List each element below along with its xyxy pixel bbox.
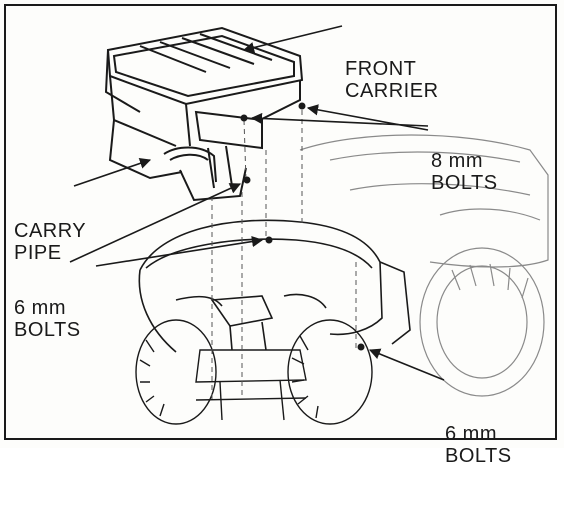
assembly-guide-lines <box>211 110 357 400</box>
arrow-front-carrier <box>242 25 343 54</box>
arrow-8mm-b <box>306 104 429 131</box>
arrow-6mm-left-b <box>95 236 264 267</box>
arrow-6mm-right <box>368 348 445 381</box>
bolt-6mm-a <box>243 176 251 184</box>
atv-line-drawing <box>69 25 549 425</box>
bolt-6mm-c <box>357 343 365 351</box>
front-carrier-rack <box>104 26 304 202</box>
atv-front-wheels <box>135 319 373 425</box>
bolt-8mm-a <box>240 114 248 122</box>
bolt-8mm-b <box>298 102 306 110</box>
bolt-6mm-b <box>265 236 273 244</box>
arrow-carry-pipe <box>73 157 152 187</box>
arrow-6mm-left-a <box>69 183 242 263</box>
leader-arrows <box>69 25 445 381</box>
atv-front-fender <box>138 219 411 353</box>
atv-rear-body <box>299 134 549 397</box>
carry-pipe <box>163 146 217 183</box>
figure-border <box>4 4 557 440</box>
bolts <box>240 102 365 351</box>
